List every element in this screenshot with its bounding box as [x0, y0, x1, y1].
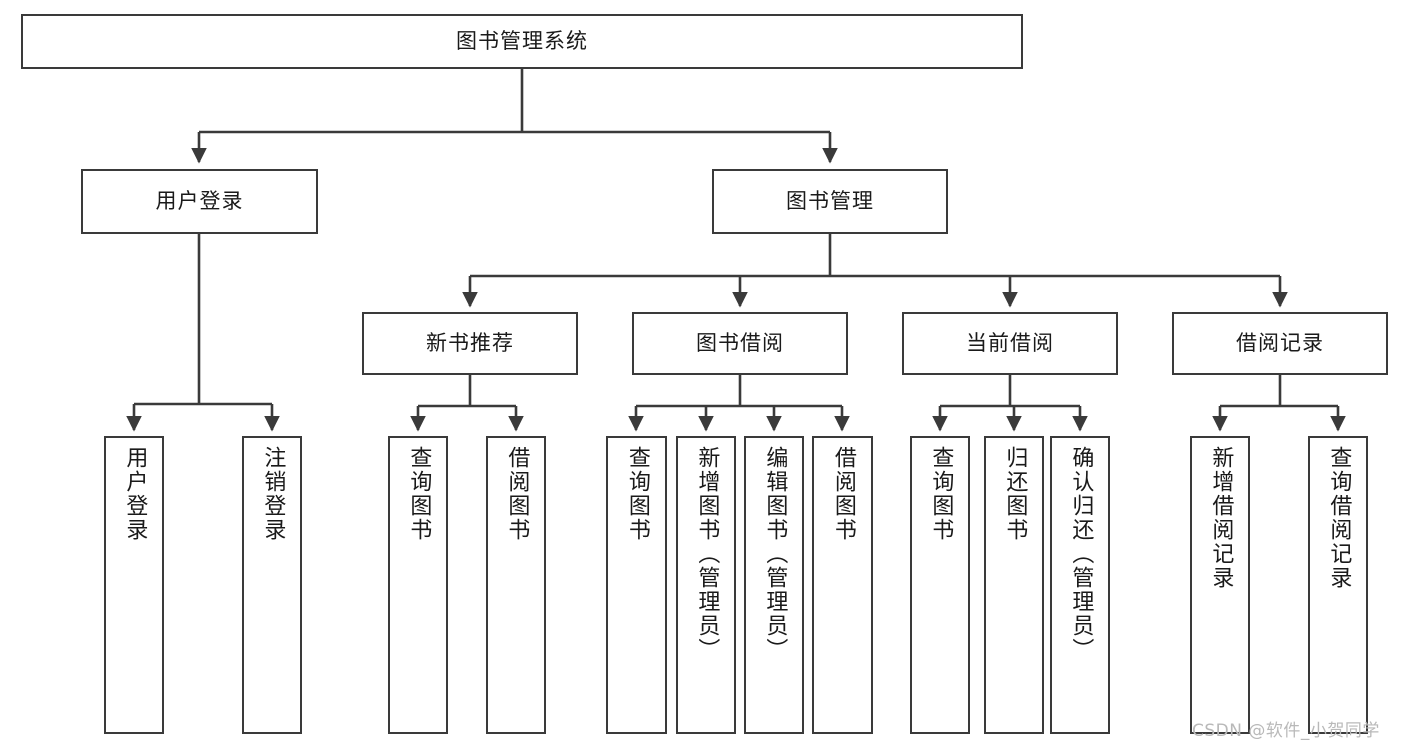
leaf-borrow-book-recommend[interactable]: 借阅图书 — [486, 436, 546, 734]
leaf-edit-book-admin[interactable]: 编辑图书（管理员） — [744, 436, 804, 734]
leaf-edit-book-admin-label: 编辑图书（管理员） — [762, 446, 788, 662]
node-user-login-label: 用户登录 — [155, 188, 244, 213]
node-borrow-record-label: 借阅记录 — [1236, 330, 1324, 355]
leaf-return-book[interactable]: 归还图书 — [984, 436, 1044, 734]
leaf-add-book-admin[interactable]: 新增图书（管理员） — [676, 436, 736, 734]
leaf-query-book-current-label: 查询图书 — [928, 446, 954, 542]
leaf-borrow-book[interactable]: 借阅图书 — [812, 436, 873, 734]
leaf-confirm-return-admin-label: 确认归还（管理员） — [1068, 446, 1094, 662]
leaf-query-book-current[interactable]: 查询图书 — [910, 436, 970, 734]
leaf-query-book-recommend[interactable]: 查询图书 — [388, 436, 448, 734]
node-root-label: 图书管理系统 — [456, 28, 588, 53]
leaf-add-book-admin-label: 新增图书（管理员） — [694, 446, 720, 662]
node-current-borrow-label: 当前借阅 — [966, 330, 1054, 355]
node-user-login[interactable]: 用户登录 — [81, 169, 318, 234]
node-root[interactable]: 图书管理系统 — [21, 14, 1023, 69]
leaf-logout-label: 注销登录 — [260, 446, 286, 542]
leaf-user-login-label: 用户登录 — [122, 446, 148, 542]
leaf-query-book-recommend-label: 查询图书 — [406, 446, 432, 542]
leaf-add-borrow-record[interactable]: 新增借阅记录 — [1190, 436, 1250, 734]
node-borrow-record[interactable]: 借阅记录 — [1172, 312, 1388, 375]
leaf-logout[interactable]: 注销登录 — [242, 436, 302, 734]
node-book-borrow[interactable]: 图书借阅 — [632, 312, 848, 375]
node-book-management[interactable]: 图书管理 — [712, 169, 948, 234]
leaf-user-login[interactable]: 用户登录 — [104, 436, 164, 734]
leaf-borrow-book-label: 借阅图书 — [830, 446, 856, 542]
leaf-return-book-label: 归还图书 — [1002, 446, 1028, 542]
csdn-watermark: CSDN @软件_小贺同学 — [1192, 721, 1380, 741]
node-book-management-label: 图书管理 — [786, 188, 874, 213]
leaf-query-borrow-record-label: 查询借阅记录 — [1326, 446, 1352, 590]
node-new-book-recommend[interactable]: 新书推荐 — [362, 312, 578, 375]
leaf-confirm-return-admin[interactable]: 确认归还（管理员） — [1050, 436, 1110, 734]
leaf-add-borrow-record-label: 新增借阅记录 — [1208, 446, 1234, 590]
node-new-book-recommend-label: 新书推荐 — [426, 330, 514, 355]
node-current-borrow[interactable]: 当前借阅 — [902, 312, 1118, 375]
leaf-query-book-borrow-label: 查询图书 — [624, 446, 650, 542]
leaf-borrow-book-recommend-label: 借阅图书 — [504, 446, 530, 542]
node-book-borrow-label: 图书借阅 — [696, 330, 784, 355]
leaf-query-borrow-record[interactable]: 查询借阅记录 — [1308, 436, 1368, 734]
leaf-query-book-borrow[interactable]: 查询图书 — [606, 436, 667, 734]
